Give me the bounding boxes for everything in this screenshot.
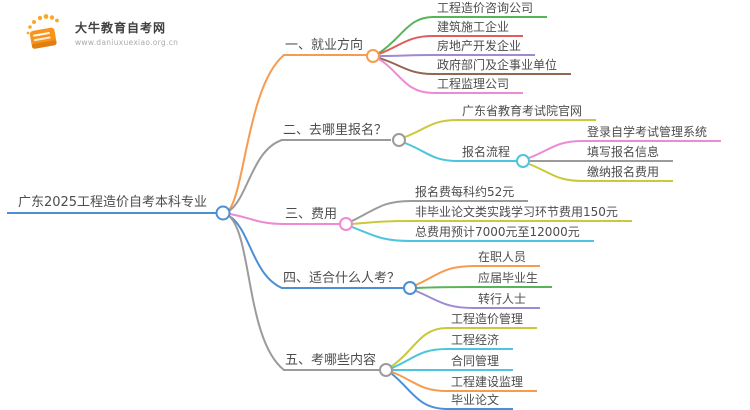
- node-label: 填写报名信息: [587, 145, 660, 159]
- connector-b5-c4: [391, 371, 448, 392]
- node-b1-child-4: 政府部门及企事业单位: [433, 58, 572, 75]
- connector-b4-c1: [415, 265, 475, 286]
- node-label: 缴纳报名费用: [587, 165, 660, 179]
- node-branch-3: 三、费用: [283, 207, 342, 225]
- node-label: 转行人士: [478, 292, 527, 306]
- node-b1-child-1: 工程造价咨询公司: [433, 1, 548, 18]
- node-b4-child-2: 应届毕业生: [474, 271, 553, 288]
- node-label: 广东省教育考试院官网: [462, 104, 583, 118]
- connector-root-b2: [228, 139, 283, 212]
- connector-b3-c1: [351, 200, 412, 222]
- node-b3-child-1: 报名费每科约52元: [411, 185, 529, 202]
- node-label: 二、去哪里报名？: [283, 123, 388, 138]
- node-label: 报名费每科约52元: [415, 185, 515, 199]
- node-circle-root: [215, 205, 231, 221]
- node-b1-child-3: 房地产开发企业: [433, 39, 536, 56]
- node-b5-child-4: 工程建设监理: [447, 375, 538, 392]
- node-label: 一、就业方向: [285, 38, 364, 53]
- connector-b2c2-g1: [528, 140, 584, 159]
- node-label: 在职人员: [478, 250, 527, 264]
- connector-b5-c2: [391, 348, 448, 369]
- node-b1-child-5: 工程监理公司: [433, 77, 524, 94]
- node-branch-5: 五、考哪些内容: [283, 353, 381, 371]
- connector-root-b4: [228, 215, 283, 289]
- node-label: 毕业论文: [451, 393, 500, 407]
- node-label: 工程造价管理: [451, 312, 524, 326]
- node-circle-b4: [403, 281, 417, 295]
- connector-root-b3: [229, 213, 285, 225]
- connector-b4-c2: [415, 286, 475, 289]
- node-b5-child-1: 工程造价管理: [447, 312, 538, 329]
- node-branch-1: 一、就业方向: [283, 38, 368, 56]
- logo-url: www.daniuxuexiao.org.cn: [75, 38, 179, 47]
- node-label: 登录自学考试管理系统: [587, 125, 708, 139]
- logo-title: 大牛教育自考网: [75, 21, 167, 35]
- node-label: 房地产开发企业: [437, 39, 522, 53]
- node-b5-child-5: 毕业论文: [447, 393, 514, 410]
- node-b4-child-1: 在职人员: [474, 250, 541, 267]
- node-b2-grandchild-3: 缴纳报名费用: [583, 165, 674, 182]
- connector-b1-c1: [378, 16, 434, 54]
- node-label: 非毕业论文类实践学习环节费用150元: [415, 205, 618, 219]
- node-label: 报名流程: [462, 145, 511, 159]
- connector-b3-c2: [351, 220, 412, 225]
- node-b1-child-2: 建筑施工企业: [433, 20, 524, 37]
- node-label: 工程造价咨询公司: [437, 1, 534, 15]
- node-b4-child-3: 转行人士: [474, 292, 541, 309]
- node-root-label: 广东2025工程造价自考本科专业: [17, 195, 208, 210]
- connector-b1-c3: [378, 54, 434, 57]
- node-label: 四、适合什么人考？: [283, 271, 401, 286]
- node-circle-b5: [379, 363, 393, 377]
- node-b3-child-2: 非毕业论文类实践学习环节费用150元: [411, 205, 632, 222]
- logo-text: 大牛教育自考网 www.daniuxuexiao.org.cn: [75, 19, 178, 47]
- connector-b5-c5: [391, 373, 448, 410]
- site-logo[interactable]: 大牛教育自考网 www.daniuxuexiao.org.cn: [22, 12, 178, 54]
- node-label: 工程经济: [451, 333, 500, 347]
- node-label: 总费用预计7000元至12000元: [415, 225, 580, 239]
- node-circle-b1: [366, 49, 380, 63]
- node-label: 工程监理公司: [437, 77, 510, 91]
- node-b2-child-2: 报名流程: [458, 145, 525, 162]
- node-b5-child-3: 合同管理: [447, 354, 514, 371]
- node-circle-b3: [339, 217, 353, 231]
- node-circle-b2: [392, 133, 406, 147]
- connector-b5-c1: [391, 327, 448, 367]
- node-label: 工程建设监理: [451, 375, 524, 389]
- node-branch-4: 四、适合什么人考？: [281, 271, 405, 289]
- connector-b1-c5: [378, 58, 434, 94]
- node-label: 建筑施工企业: [437, 20, 510, 34]
- node-b2-grandchild-2: 填写报名信息: [583, 145, 674, 162]
- connector-root-b1: [228, 54, 285, 211]
- node-label: 合同管理: [451, 354, 500, 368]
- node-b2-child-1: 广东省教育考试院官网: [458, 104, 597, 121]
- connector-b1-c4: [378, 57, 434, 75]
- connector-b2-c2: [404, 142, 459, 162]
- node-label: 政府部门及企事业单位: [437, 58, 558, 72]
- book-icon: [26, 14, 59, 49]
- node-label: 应届毕业生: [478, 271, 539, 285]
- connector-root-b5: [228, 215, 285, 371]
- node-label: 三、费用: [285, 207, 338, 222]
- node-b5-child-2: 工程经济: [447, 333, 514, 350]
- connector-b3-c3: [351, 226, 412, 242]
- node-b2-grandchild-1: 登录自学考试管理系统: [583, 125, 722, 142]
- node-b3-child-3: 总费用预计7000元至12000元: [411, 225, 594, 242]
- connector-b2c2-g3: [528, 163, 584, 182]
- connector-b1-c2: [378, 35, 434, 55]
- node-label: 五、考哪些内容: [285, 353, 377, 368]
- connector-b2-c1: [404, 119, 459, 138]
- node-root: 广东2025工程造价自考本科专业: [7, 194, 218, 214]
- node-branch-2: 二、去哪里报名？: [281, 123, 392, 141]
- connector-b4-c3: [415, 290, 475, 309]
